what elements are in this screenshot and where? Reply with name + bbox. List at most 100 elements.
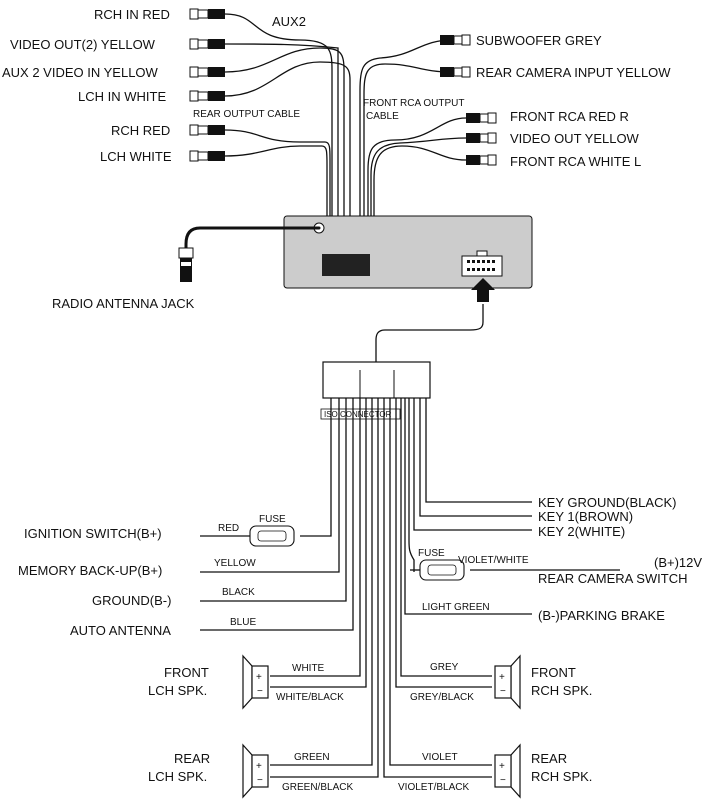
label-grey-black: GREY/BLACK — [410, 692, 474, 703]
label-violet-black: VIOLET/BLACK — [398, 782, 469, 793]
speaker-icon-rear-rch: +− — [494, 743, 521, 799]
rca-plug-rch-in — [189, 8, 225, 20]
black-wire — [200, 398, 347, 602]
label-violet-white: VIOLET/WHITE — [458, 555, 529, 566]
svg-text:+: + — [256, 761, 262, 772]
speaker-icon-front-lch: +− — [242, 654, 269, 710]
label-fuse-left: FUSE — [259, 514, 286, 525]
label-rear-rch-1: REAR — [531, 751, 567, 766]
label-video-out-yellow: VIDEO OUT YELLOW — [510, 131, 640, 146]
label-green-black: GREEN/BLACK — [282, 782, 353, 793]
speaker-icon-rear-lch: +− — [242, 743, 269, 799]
grey-black-wire — [395, 398, 492, 688]
label-key1: KEY 1(BROWN) — [538, 509, 633, 524]
lch-white-wire — [224, 145, 328, 258]
svg-text:−: − — [257, 686, 263, 697]
label-rear-camera-input-yellow: REAR CAMERA INPUT YELLOW — [476, 65, 671, 80]
label-auto-antenna: AUTO ANTENNA — [70, 623, 171, 638]
key1-wire — [419, 398, 532, 517]
label-grey: GREY — [430, 662, 459, 673]
violet-white-wire-drop — [408, 398, 415, 572]
label-cable: CABLE — [366, 111, 399, 122]
svg-text:−: − — [500, 686, 506, 697]
label-rear-output-cable: REAR OUTPUT CABLE — [193, 109, 300, 120]
label-ignition-switch: IGNITION SWITCH(B+) — [24, 526, 162, 541]
label-blue: BLUE — [230, 617, 256, 628]
label-yellow: YELLOW — [214, 558, 256, 569]
label-red: RED — [218, 523, 239, 534]
white-wire — [270, 398, 361, 677]
speakers: +− +− +− +− — [242, 654, 521, 799]
rca-plug-video-out2 — [189, 38, 225, 50]
label-key2: KEY 2(WHITE) — [538, 524, 625, 539]
label-front-rch-1: FRONT — [531, 665, 576, 680]
rca-plug-lch-in — [189, 90, 225, 102]
green-black-wire — [270, 398, 379, 778]
top-rca-cables: RCH IN RED AUX2 VIDEO OUT(2) YELLOW AUX … — [2, 7, 671, 258]
light-green-wire — [404, 398, 532, 615]
rca-plug-rear-camera-input — [440, 66, 471, 78]
red-wire — [300, 398, 332, 537]
video-out2-wire — [224, 43, 339, 258]
label-green: GREEN — [294, 752, 330, 763]
speaker-icon-front-rch: +− — [494, 654, 521, 710]
rch-red-wire — [224, 129, 331, 258]
label-aux2-video-in-yellow: AUX 2 VIDEO IN YELLOW — [2, 65, 159, 80]
label-memory-backup: MEMORY BACK-UP(B+) — [18, 563, 162, 578]
harness-wires — [200, 398, 620, 778]
svg-text:+: + — [256, 672, 262, 683]
label-iso-connector: ISO CONNECTOR — [324, 410, 392, 419]
key-ground-wire — [425, 398, 532, 503]
label-white-black: WHITE/BLACK — [276, 692, 344, 703]
label-key-ground: KEY GROUND(BLACK) — [538, 495, 676, 510]
rca-plug-rch-red — [189, 124, 225, 136]
rca-plug-lch-white — [189, 150, 225, 162]
up-arrow-icon — [471, 278, 495, 302]
label-rear-lch-1: REAR — [174, 751, 210, 766]
label-front-rca-red: FRONT RCA RED R — [510, 109, 629, 124]
svg-text:+: + — [499, 672, 505, 683]
label-rear-lch-2: LCH SPK. — [148, 769, 207, 784]
label-b12v: (B+)12V — [654, 555, 702, 570]
label-light-green: LIGHT GREEN — [422, 602, 490, 613]
lch-in-white-wire — [224, 61, 351, 258]
white-black-wire — [270, 398, 367, 688]
label-lch-white: LCH WHITE — [100, 149, 172, 164]
label-rch-in-red: RCH IN RED — [94, 7, 170, 22]
aux2-video-in-wire — [224, 47, 345, 258]
label-front-lch-1: FRONT — [164, 665, 209, 680]
label-front-rch-2: RCH SPK. — [531, 683, 592, 698]
violet-black-wire — [383, 398, 492, 778]
label-ground: GROUND(B-) — [92, 593, 171, 608]
head-unit — [283, 215, 533, 302]
key2-wire — [413, 398, 532, 531]
svg-text:+: + — [499, 761, 505, 772]
rca-plug-front-white — [466, 154, 497, 166]
label-rear-rch-2: RCH SPK. — [531, 769, 592, 784]
violet-wire — [389, 398, 492, 766]
label-front-rca-output: FRONT RCA OUTPUT — [363, 98, 464, 109]
svg-text:−: − — [257, 775, 263, 786]
label-fuse-right: FUSE — [418, 548, 445, 559]
video-out-wire — [370, 137, 467, 258]
iso-connector: ISO CONNECTOR — [320, 304, 484, 420]
rear-camera-input-wire — [363, 63, 453, 258]
label-black: BLACK — [222, 587, 255, 598]
label-white: WHITE — [292, 663, 325, 674]
subwoofer-wire — [359, 39, 453, 258]
rca-plug-front-red — [466, 112, 497, 124]
iso-connector-housing — [322, 361, 431, 399]
label-radio-antenna-jack: RADIO ANTENNA JACK — [52, 296, 195, 311]
label-video-out2-yellow: VIDEO OUT(2) YELLOW — [10, 37, 156, 52]
label-violet: VIOLET — [422, 752, 458, 763]
label-front-rca-white: FRONT RCA WHITE L — [510, 154, 641, 169]
rca-plug-aux2-video-in — [189, 66, 225, 78]
label-rear-camera-switch: REAR CAMERA SWITCH — [538, 571, 688, 586]
rca-cable-block — [322, 254, 370, 276]
harness-labels: IGNITION SWITCH(B+) MEMORY BACK-UP(B+) G… — [18, 495, 702, 793]
rca-plug-subwoofer — [440, 34, 471, 46]
blue-wire — [200, 398, 354, 631]
label-rch-red: RCH RED — [111, 123, 170, 138]
svg-text:−: − — [500, 775, 506, 786]
label-lch-in-white: LCH IN WHITE — [78, 89, 166, 104]
